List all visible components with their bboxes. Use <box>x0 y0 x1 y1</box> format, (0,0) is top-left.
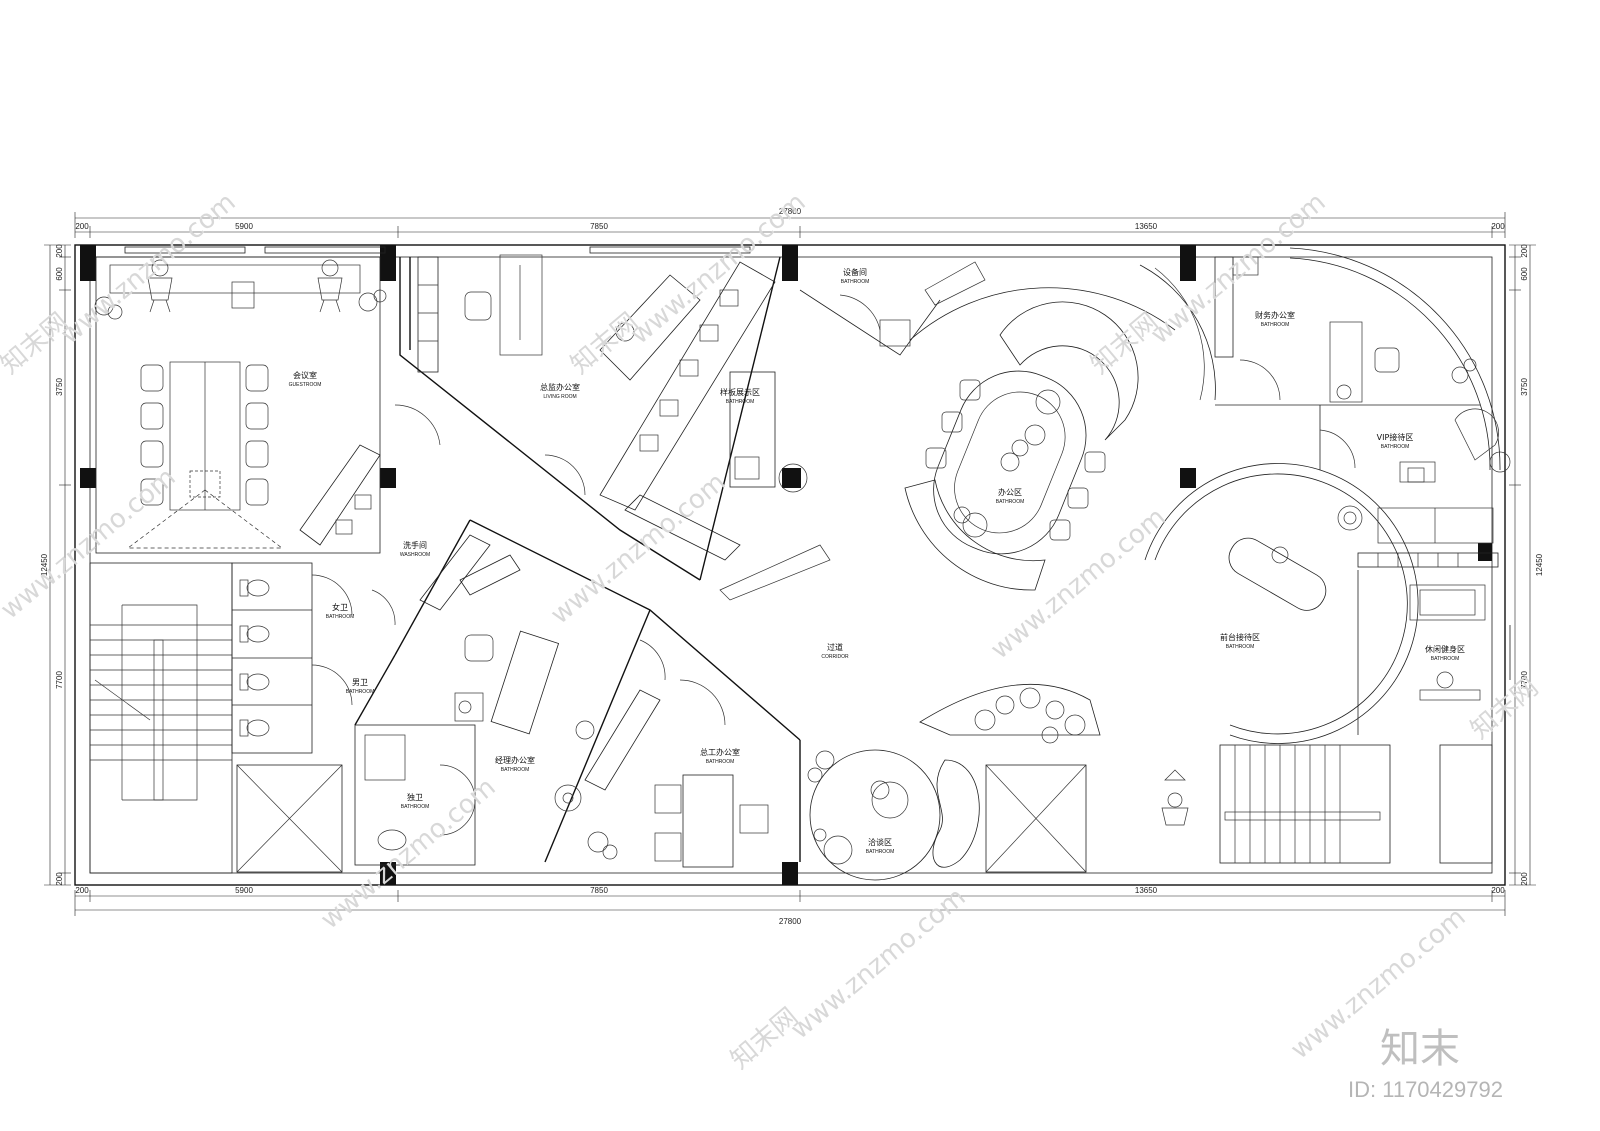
dim-bottom-3: 7850 <box>590 886 608 895</box>
female-restroom-label: 女卫 <box>332 602 348 612</box>
male-restroom-label-en: BATHROOM <box>346 689 375 695</box>
open-office: 办公区 BATHROOM <box>904 261 1176 591</box>
sample-display-label: 样板展示区 <box>720 387 760 397</box>
negotiation-area: 洽谈区 BATHROOM <box>807 684 1101 881</box>
stair-right <box>1161 744 1493 864</box>
dim-right-4: 7700 <box>1520 671 1529 689</box>
washroom-label-en: WASHROOM <box>400 552 430 558</box>
dim-bottom-4: 13650 <box>1135 886 1158 895</box>
dim-right-total: 12450 <box>1535 553 1544 576</box>
front-reception-label-en: BATHROOM <box>1226 644 1255 650</box>
dim-right-5: 200 <box>1520 872 1529 886</box>
watermark-brand-small-2: 知末网 <box>565 307 644 380</box>
fitness-area: 休闲健身区 BATHROOM <box>1357 570 1511 735</box>
negotiation-area-label-en: BATHROOM <box>866 849 895 855</box>
watermark-site-5: www.znzmo.com <box>545 467 731 630</box>
watermark-brand-small-3: 知末网 <box>1085 307 1164 380</box>
dim-total-top: 27800 <box>779 207 802 216</box>
dim-left-total: 12450 <box>40 553 49 576</box>
washroom: 洗手间 WASHROOM <box>299 444 430 558</box>
dim-top-3: 7850 <box>590 222 608 231</box>
exterior-walls <box>74 244 1506 886</box>
structural-columns <box>80 245 1492 885</box>
meeting-room-label: 会议室 <box>293 370 317 380</box>
finance-office-label: 财务办公室 <box>1255 310 1295 320</box>
manager-office-label: 经理办公室 <box>495 755 535 765</box>
finance-office: 财务办公室 BATHROOM <box>1214 247 1501 471</box>
diagonal-walls <box>354 256 801 863</box>
male-restroom-label: 男卫 <box>352 678 368 687</box>
dim-top-1: 200 <box>75 222 89 231</box>
fitness-area-label-en: BATHROOM <box>1431 656 1460 662</box>
watermark-brand-small-5: 知末网 <box>725 1002 804 1075</box>
negotiation-area-label: 洽谈区 <box>868 837 892 847</box>
dim-left-5: 200 <box>55 872 64 886</box>
meeting-room: 会议室 GUESTROOM <box>94 256 387 554</box>
equipment-room-label-en: BATHROOM <box>841 279 870 285</box>
open-office-label-en: BATHROOM <box>996 499 1025 505</box>
door-swings <box>371 404 666 681</box>
image-id: ID: 1170429792 <box>1348 1077 1503 1102</box>
open-office-label: 办公区 <box>998 487 1022 497</box>
dim-bottom-5: 200 <box>1491 886 1505 895</box>
dim-left-1: 200 <box>55 244 64 258</box>
manager-office-label-en: BATHROOM <box>501 767 530 773</box>
stair-left <box>89 562 233 874</box>
restrooms: 女卫 BATHROOM 男卫 BATHROOM <box>231 562 1087 873</box>
director-office-label: 总监办公室 <box>540 382 580 392</box>
single-bathroom: 独卫 BATHROOM <box>354 724 476 866</box>
top-windows <box>124 246 751 254</box>
manager-office: 经理办公室 BATHROOM <box>419 534 661 812</box>
equipment-room: 设备间 BATHROOM <box>799 267 941 356</box>
dim-total-bottom: 27800 <box>779 917 802 926</box>
chief-engineer-office-label: 总工办公室 <box>700 747 740 757</box>
finance-office-label-en: BATHROOM <box>1261 322 1290 328</box>
dim-left-4: 7700 <box>55 671 64 689</box>
fitness-area-label: 休闲健身区 <box>1425 644 1465 654</box>
corridor-label: 过道 <box>827 642 843 652</box>
corridor-label-en: CORRIDOR <box>821 654 849 660</box>
sample-display-label-en: BATHROOM <box>726 399 755 405</box>
meeting-room-label-en: GUESTROOM <box>289 382 322 388</box>
single-bathroom-label-en: BATHROOM <box>401 804 430 810</box>
dim-top-4: 13650 <box>1135 222 1158 231</box>
director-office: 总监办公室 LIVING ROOM <box>417 254 701 400</box>
dim-bottom-2: 5900 <box>235 886 253 895</box>
sample-display: 样板展示区 BATHROOM <box>599 261 831 601</box>
female-restroom-label-en: BATHROOM <box>326 614 355 620</box>
dim-right-1: 200 <box>1520 244 1529 258</box>
chief-engineer-office-label-en: BATHROOM <box>706 759 735 765</box>
watermark-site-3: www.znzmo.com <box>1145 187 1331 350</box>
dim-bottom-1: 200 <box>75 886 89 895</box>
vip-reception-label: VIP接待区 <box>1377 432 1414 442</box>
chief-engineer-office: 总工办公室 BATHROOM <box>587 679 769 868</box>
dimension-lines: 27800 200 5900 7850 13650 200 200 5900 7… <box>40 207 1544 926</box>
dim-top-2: 5900 <box>235 222 253 231</box>
watermark-site-8: www.znzmo.com <box>785 882 971 1045</box>
equipment-room-label: 设备间 <box>843 267 867 277</box>
dim-left-3: 3750 <box>55 378 64 396</box>
vip-reception-label-en: BATHROOM <box>1381 444 1410 450</box>
front-reception-label: 前台接待区 <box>1220 632 1260 642</box>
single-bathroom-label: 独卫 <box>407 792 423 802</box>
dim-left-2: 600 <box>55 267 64 281</box>
washroom-label: 洗手间 <box>403 540 427 550</box>
dim-right-3: 3750 <box>1520 378 1529 396</box>
watermark-site-6: www.znzmo.com <box>985 502 1171 665</box>
director-office-label-en: LIVING ROOM <box>543 394 576 400</box>
brand-logo: 知末 <box>1380 1026 1460 1072</box>
dim-right-2: 600 <box>1520 267 1529 281</box>
vip-reception: VIP接待区 BATHROOM <box>1319 405 1511 568</box>
front-reception: 前台接待区 BATHROOM <box>1144 463 1419 744</box>
dim-top-5: 200 <box>1491 222 1505 231</box>
curved-partition <box>1139 264 1216 401</box>
watermark-brand-small-1: 知末网 <box>0 307 74 380</box>
